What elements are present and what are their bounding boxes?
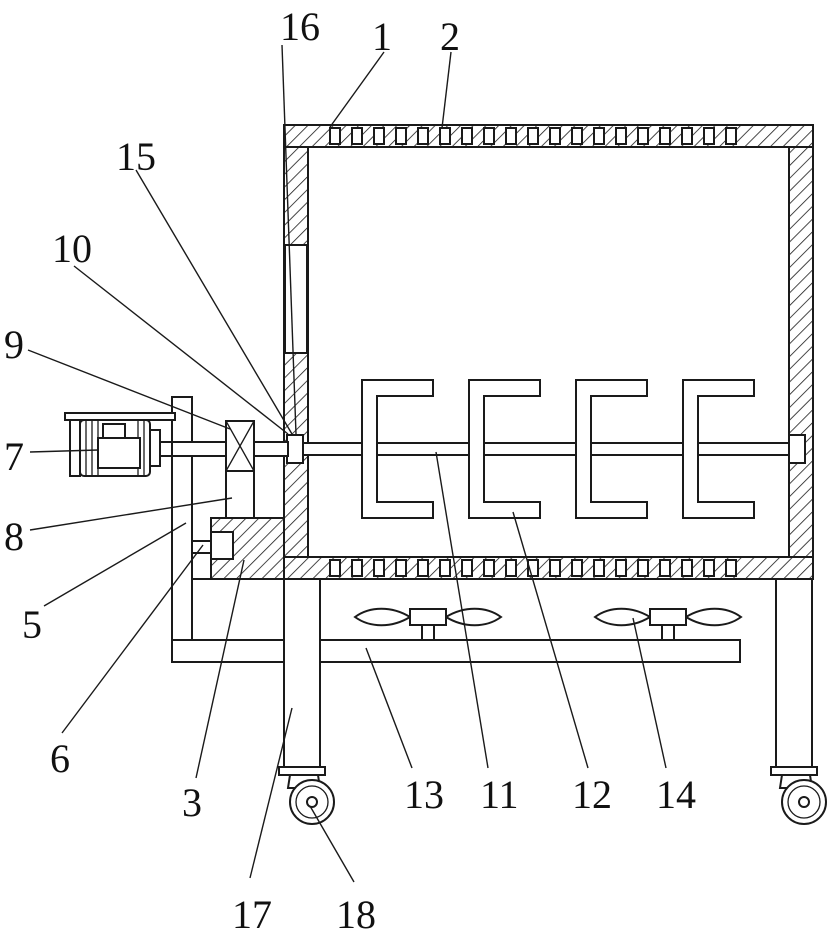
support-leg bbox=[771, 579, 826, 824]
label-7: 7 bbox=[4, 434, 24, 479]
label-1: 1 bbox=[372, 14, 392, 59]
base-beam bbox=[172, 640, 740, 662]
label-11: 11 bbox=[480, 772, 519, 817]
stirring-assembly bbox=[287, 380, 805, 518]
label-18: 18 bbox=[336, 892, 376, 935]
shaft-bearing-left bbox=[287, 435, 303, 463]
label-12: 12 bbox=[572, 772, 612, 817]
label-15: 15 bbox=[116, 134, 156, 179]
viewing-window bbox=[285, 245, 307, 353]
label-5: 5 bbox=[22, 602, 42, 647]
cooling-fan bbox=[355, 609, 501, 640]
motor bbox=[65, 413, 175, 476]
label-8: 8 bbox=[4, 514, 24, 559]
tank-inner-chamber bbox=[308, 147, 789, 557]
drive-shaft-segment bbox=[254, 442, 288, 456]
cooling-fan bbox=[595, 609, 741, 640]
label-6: 6 bbox=[50, 736, 70, 781]
shaft-bearing-right bbox=[789, 435, 805, 463]
label-2: 2 bbox=[440, 14, 460, 59]
tank-right-wall bbox=[789, 147, 813, 557]
label-3: 3 bbox=[182, 780, 202, 825]
label-16: 16 bbox=[280, 4, 320, 49]
label-14: 14 bbox=[656, 772, 696, 817]
support-plate bbox=[172, 397, 192, 642]
support-leg bbox=[279, 579, 334, 824]
label-13: 13 bbox=[404, 772, 444, 817]
label-17: 17 bbox=[232, 892, 272, 935]
fitting-head bbox=[211, 532, 233, 559]
label-10: 10 bbox=[52, 226, 92, 271]
label-9: 9 bbox=[4, 322, 24, 367]
